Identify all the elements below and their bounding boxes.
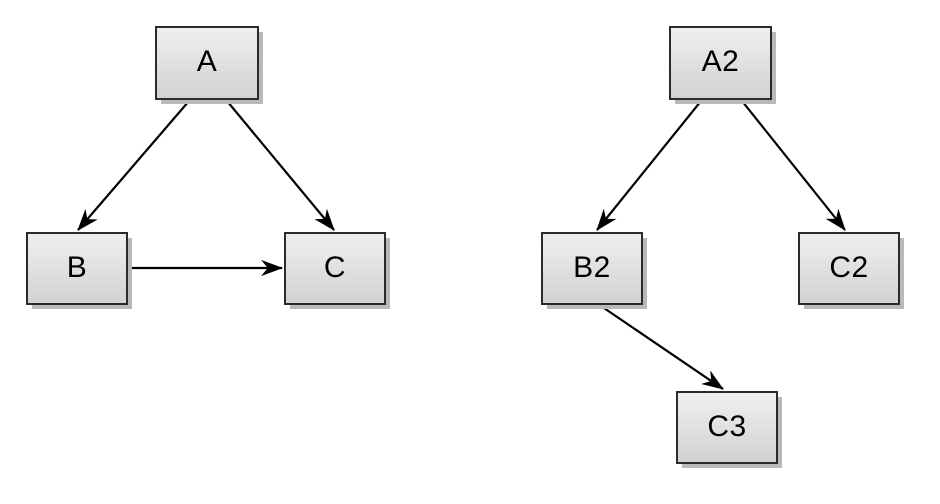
node-label-a: A [196, 45, 218, 78]
node-b2[interactable]: B2 [541, 232, 643, 305]
node-label-a2: A2 [701, 45, 740, 78]
edge-a2-to-b2 [596, 100, 702, 231]
node-c3[interactable]: C3 [676, 391, 778, 464]
node-c2[interactable]: C2 [798, 232, 900, 305]
node-c[interactable]: C [284, 232, 386, 305]
node-label-c3: C3 [707, 409, 747, 443]
node-a2[interactable]: A2 [669, 26, 772, 100]
node-label-c2: C2 [829, 250, 869, 284]
edge-a2-to-c2 [741, 100, 846, 231]
node-b[interactable]: B [26, 232, 128, 305]
node-label-b: B [66, 250, 88, 284]
edge-a-to-c [226, 100, 335, 231]
edge-a-to-b [77, 100, 190, 231]
node-label-c: C [323, 250, 347, 284]
node-label-b2: B2 [573, 250, 611, 284]
edges-group [77, 100, 846, 390]
node-a[interactable]: A [155, 26, 259, 100]
edge-b2-to-c3 [600, 305, 724, 390]
